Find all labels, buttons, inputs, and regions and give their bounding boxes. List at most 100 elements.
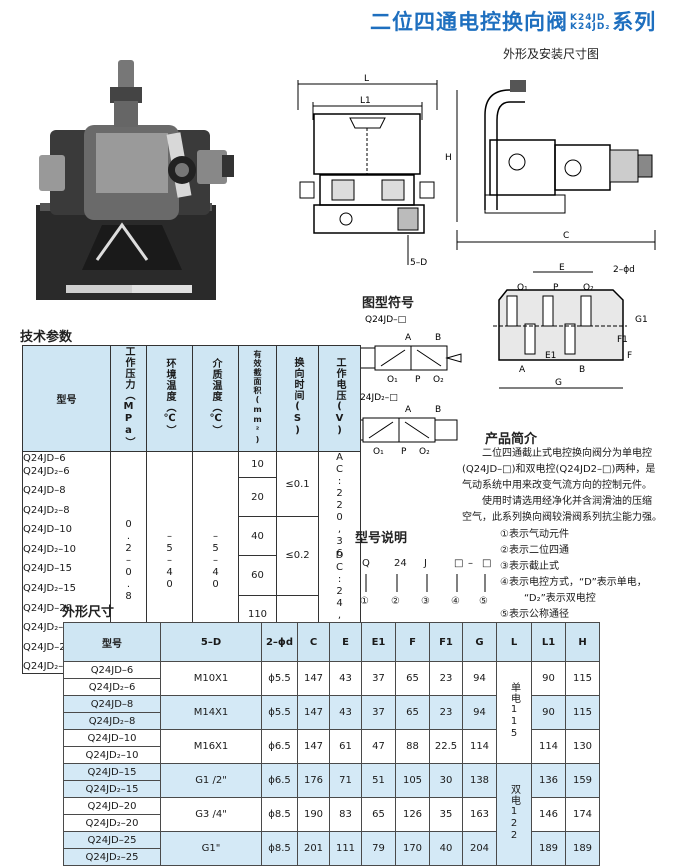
dims-model: Q24JD₂–8 bbox=[63, 712, 161, 730]
dims-f1: 23 bbox=[429, 695, 463, 730]
dims-model: Q24JD–6 bbox=[63, 661, 161, 679]
dims-h: 2–ϕd bbox=[261, 622, 298, 662]
label-h: H bbox=[445, 153, 452, 163]
dims-l1: 114 bbox=[531, 729, 566, 764]
intro-line: 使用时请选用经净化并含润滑油的压缩 bbox=[482, 496, 652, 507]
dims-c: 147 bbox=[297, 661, 330, 696]
dims-h: E1 bbox=[361, 622, 396, 662]
dims-hval: 115 bbox=[565, 695, 600, 730]
dims-e: 43 bbox=[329, 695, 362, 730]
tech-model: Q24JD–10 bbox=[22, 516, 111, 543]
drawing-caption: 外形及安装尺寸图 bbox=[503, 47, 600, 61]
dims-f: 88 bbox=[395, 729, 430, 764]
dims-hval: 115 bbox=[565, 661, 600, 696]
dims-c: 176 bbox=[297, 763, 330, 798]
dims-l1: 90 bbox=[531, 695, 566, 730]
tech-model: Q24JD₂–10 bbox=[22, 542, 111, 556]
model-note: ④表示电控方式，“D”表示单电， bbox=[500, 577, 647, 588]
model-num: ② bbox=[391, 596, 400, 607]
tech-model: Q24JD₂–8 bbox=[22, 503, 111, 517]
dims-g: 94 bbox=[462, 661, 497, 696]
dims-h: C bbox=[297, 622, 330, 662]
tech-time: ≤0.2 bbox=[276, 516, 319, 596]
dims-f: 65 bbox=[395, 661, 430, 696]
dims-phi: ϕ5.5 bbox=[261, 695, 298, 730]
model-num: ① bbox=[360, 596, 369, 607]
dims-e1: 51 bbox=[361, 763, 396, 798]
tech-area: 20 bbox=[238, 476, 277, 518]
symbol-a2: A bbox=[405, 405, 412, 415]
valve-symbols: Q24JD–□ A B O₁ P O₂ Q24JD₂–□ A B O₁ P O₂ bbox=[340, 315, 462, 457]
dims-f1: 30 bbox=[429, 763, 463, 798]
dims-g: 114 bbox=[462, 729, 497, 764]
dims-h: H bbox=[565, 622, 600, 662]
symbol-label-double: Q24JD₂–□ bbox=[353, 393, 398, 403]
title-main: 二位四通电控换向阀 bbox=[370, 10, 568, 34]
model-part: □ bbox=[454, 558, 464, 569]
dims-f1: 22.5 bbox=[429, 729, 463, 764]
tech-h-time: 换向时间(S) bbox=[292, 357, 303, 437]
model-note: ③表示截止式 bbox=[500, 561, 559, 572]
dims-d: G1 /2" bbox=[160, 763, 262, 798]
model-notes: ①表示气动元件 ②表示二位四通 ③表示截止式 ④表示电控方式，“D”表示单电， … bbox=[500, 527, 680, 623]
dims-model: Q24JD₂–6 bbox=[63, 678, 161, 696]
label-g1: G1 bbox=[635, 315, 648, 325]
tech-h-model: 型号 bbox=[22, 345, 111, 452]
dims-h: L1 bbox=[531, 622, 566, 662]
dims-e1: 37 bbox=[361, 661, 396, 696]
dims-d: M16X1 bbox=[160, 729, 262, 764]
title-model-a: K24JD bbox=[570, 13, 606, 23]
label-5d: 5–D bbox=[410, 258, 427, 268]
label-l1: L1 bbox=[360, 96, 371, 106]
dims-e1: 47 bbox=[361, 729, 396, 764]
tech-voltage-dc: DC:24,12,6 bbox=[334, 550, 345, 670]
dims-hval: 189 bbox=[565, 831, 600, 866]
dims-f1: 40 bbox=[429, 831, 463, 866]
dims-h: 5–D bbox=[160, 622, 262, 662]
dims-h: L bbox=[496, 622, 532, 662]
dims-d: M14X1 bbox=[160, 695, 262, 730]
dims-l1: 189 bbox=[531, 831, 566, 866]
symbol-b2: B bbox=[435, 405, 441, 415]
intro-line: 二位四通截止式电控换向阀分为单电控 bbox=[482, 448, 652, 459]
dims-g: 138 bbox=[462, 763, 497, 798]
dims-l-double: 双电122 bbox=[508, 784, 520, 842]
model-part: – bbox=[468, 558, 473, 569]
model-part: □ bbox=[482, 558, 492, 569]
tech-caption: 技术参数 bbox=[20, 330, 73, 345]
dims-e1: 79 bbox=[361, 831, 396, 866]
dims-c: 147 bbox=[297, 695, 330, 730]
model-note: ⑤表示公称通径 bbox=[500, 609, 569, 620]
symbol-o1b: O₁ bbox=[373, 447, 384, 457]
dims-d: G3 /4" bbox=[160, 797, 262, 832]
model-leaders bbox=[365, 574, 486, 592]
dims-phi: ϕ6.5 bbox=[261, 763, 298, 798]
tech-model: Q24JD₂–15 bbox=[22, 582, 111, 596]
dims-l-single: 单电115 bbox=[508, 682, 520, 740]
tech-area: 60 bbox=[238, 555, 277, 596]
dims-phi: ϕ8.5 bbox=[261, 797, 298, 832]
dims-h: F bbox=[395, 622, 430, 662]
tech-h-pressure: 工作压力（MPa） bbox=[123, 346, 134, 448]
model-num: ③ bbox=[421, 596, 430, 607]
model-part: Q bbox=[362, 558, 370, 569]
tech-env: –5–40 bbox=[164, 531, 175, 591]
dims-h: G bbox=[462, 622, 497, 662]
tech-medium: –5–40 bbox=[210, 531, 221, 591]
dims-f1: 23 bbox=[429, 661, 463, 696]
dims-g: 204 bbox=[462, 831, 497, 866]
model-num: ④ bbox=[451, 596, 460, 607]
dims-model: Q24JD₂–10 bbox=[63, 746, 161, 764]
dims-g: 163 bbox=[462, 797, 497, 832]
tech-h-voltage: 工作电压(V) bbox=[334, 357, 345, 437]
symbol-o2b: O₂ bbox=[419, 447, 430, 457]
tech-h-env: 环境温度（℃） bbox=[164, 358, 175, 436]
dims-f: 126 bbox=[395, 797, 430, 832]
label-p: P bbox=[553, 283, 559, 293]
dims-d: G1" bbox=[160, 831, 262, 866]
dims-hval: 159 bbox=[565, 763, 600, 798]
intro-text: 二位四通截止式电控换向阀分为单电控 (Q24JD–□)和双电控(Q24JD2–□… bbox=[462, 446, 678, 526]
label-c: C bbox=[563, 231, 569, 241]
dims-c: 190 bbox=[297, 797, 330, 832]
